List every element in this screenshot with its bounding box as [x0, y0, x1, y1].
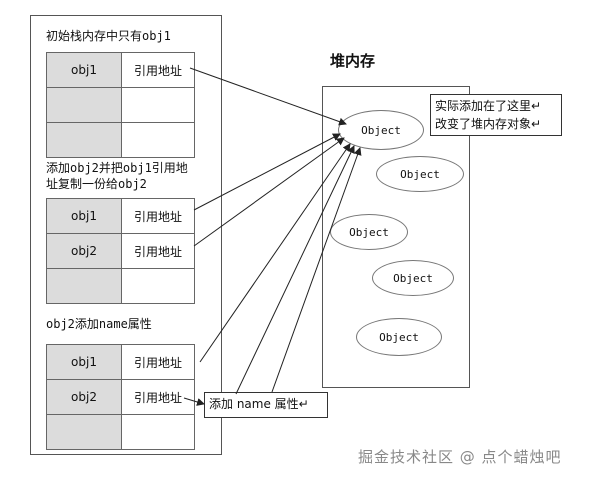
ref-value-cell: 引用地址: [121, 233, 195, 269]
table-row: obj1 引用地址: [46, 52, 195, 88]
ref-value-cell: [121, 122, 195, 158]
ref-value-cell: 引用地址: [121, 198, 195, 234]
section2-stack-table: obj1 引用地址 obj2 引用地址: [46, 198, 195, 304]
table-row: [46, 268, 195, 304]
heap-change-note: 实际添加在了这里↵ 改变了堆内存对象↵: [430, 94, 562, 136]
ref-value-cell: 引用地址: [121, 52, 195, 88]
heap-object-target: Object: [338, 110, 424, 150]
var-name-cell: obj1: [46, 198, 122, 234]
section2-caption-line: 添加obj2并把obj1引用地: [46, 161, 188, 175]
section3-caption: obj2添加name属性: [46, 316, 152, 332]
table-row: [46, 414, 195, 450]
heap-object: Object: [372, 260, 454, 296]
var-name-cell: obj1: [46, 344, 122, 380]
table-row: obj1 引用地址: [46, 198, 195, 234]
reference-arrow: [199, 143, 351, 363]
reference-arrow: [193, 137, 345, 247]
table-row: obj1 引用地址: [46, 344, 195, 380]
ref-value-cell: [121, 268, 195, 304]
var-name-cell: [46, 414, 122, 450]
ref-value-cell: [121, 87, 195, 123]
var-name-cell: [46, 122, 122, 158]
section2-caption-line: 址复制一份给obj2: [46, 177, 147, 191]
var-name-cell: obj1: [46, 52, 122, 88]
add-name-note: 添加 name 属性↵: [204, 392, 328, 418]
stack-memory-frame: [30, 15, 222, 455]
section1-stack-table: obj1 引用地址: [46, 52, 195, 158]
table-row: [46, 122, 195, 158]
reference-arrow: [235, 145, 355, 395]
table-row: obj2 引用地址: [46, 379, 195, 415]
heap-object: Object: [376, 156, 464, 192]
reference-arrow: [271, 147, 362, 393]
table-row: obj2 引用地址: [46, 233, 195, 269]
var-name-cell: [46, 268, 122, 304]
reference-arrow: [189, 67, 347, 126]
add-name-arrow: [183, 397, 205, 406]
section3-stack-table: obj1 引用地址 obj2 引用地址: [46, 344, 195, 450]
ref-value-cell: [121, 414, 195, 450]
section1-caption-line: 初始栈内存中只有obj1: [46, 29, 171, 43]
section1-caption: 初始栈内存中只有obj1: [46, 28, 171, 44]
var-name-cell: obj2: [46, 379, 122, 415]
ref-value-cell: 引用地址: [121, 344, 195, 380]
heap-change-note-line: 改变了堆内存对象↵: [435, 117, 542, 131]
heap-object: Object: [330, 214, 408, 250]
heap-change-note-line: 实际添加在了这里↵: [435, 99, 542, 113]
watermark: 掘金技术社区 @ 点个蜡烛吧: [358, 448, 562, 466]
var-name-cell: obj2: [46, 233, 122, 269]
section3-caption-line: obj2添加name属性: [46, 317, 152, 331]
table-row: [46, 87, 195, 123]
reference-arrow: [193, 133, 341, 211]
heap-object: Object: [356, 318, 442, 356]
heap-title: 堆内存: [330, 52, 376, 70]
ref-value-cell: 引用地址: [121, 379, 195, 415]
section2-caption: 添加obj2并把obj1引用地 址复制一份给obj2: [46, 160, 188, 192]
